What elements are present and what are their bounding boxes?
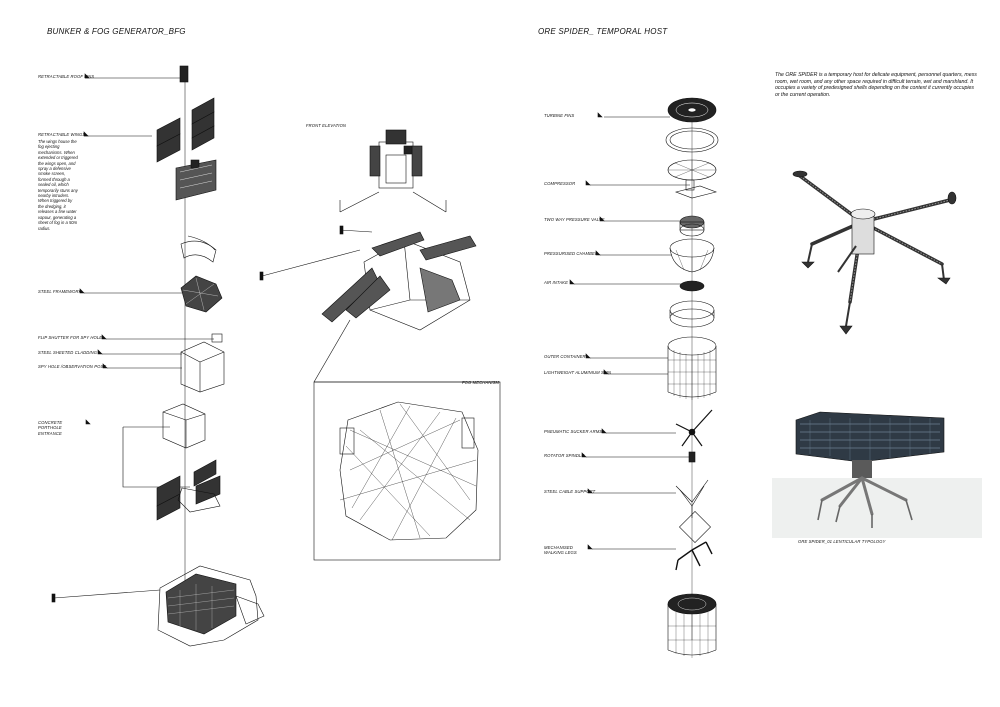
label-fog-mechanism: FOG MECHANISM [462, 380, 500, 385]
label-wings: RETRACTABLE WINGS [38, 132, 86, 137]
label-chamber: PRESSURISED CHAMBER [544, 251, 599, 256]
label-compressor: COMPRESSOR [544, 181, 576, 186]
label-cable-support: STEEL CABLE SUPPORT [544, 489, 596, 494]
label-porthole: CONCRETE PORTHOLE ENTRANCE [38, 420, 63, 436]
ore-spider-exploded-view [569, 97, 719, 658]
front-elevation-view [339, 129, 447, 213]
wings-description: The wings house the fog ejecting mechani… [38, 139, 78, 231]
axonometric-view [259, 225, 500, 383]
bfg-title: BUNKER & FOG GENERATOR_BFG [47, 27, 186, 36]
label-roof-fins: RETRACTABLE ROOF FINS [38, 74, 95, 79]
label-front-elevation: FRONT ELEVATION [306, 123, 347, 128]
lenticular-typology-render [772, 411, 982, 538]
label-steel-framework: STEEL FRAMEWORK [38, 289, 82, 294]
ore-spider-render [792, 170, 957, 335]
bunker-base [51, 565, 265, 647]
label-legs: MECHANISED WALKING LEGS [544, 545, 577, 556]
label-spy-hole: SPY HOLE /OBSERVATION POST [38, 364, 106, 369]
label-rotator: ROTATOR SPINDLE [544, 453, 585, 458]
ore-spider-title: ORE SPIDER_ TEMPORAL HOST [538, 27, 668, 36]
label-flip-shutter: FLIP SHUTTER FOR SPY HOLE [38, 335, 103, 340]
bfg-exploded-view [51, 65, 265, 647]
label-air-intake: AIR INTAKE [544, 280, 568, 285]
label-skin: LIGHTWEIGHT ALUMINIUM SKIN [544, 370, 612, 375]
label-steel-cladding: STEEL SHEETED CLADDING [38, 350, 98, 355]
fog-mechanism-view [313, 381, 501, 561]
label-turbine-fins: TURBINE FINS [544, 113, 575, 118]
label-outer-container: OUTER CONTAINER [544, 354, 586, 359]
label-valve: TWO WAY PRESSURE VALVE [544, 217, 605, 222]
ore-spider-caption: ORE SPIDER_01 LENTICULAR TYPOLOGY [798, 539, 886, 544]
label-sucker-arms: PNEUMATIC SUCKER ARMS [544, 429, 603, 434]
ore-spider-description: The ORE SPIDER is a temporary host for d… [775, 72, 977, 98]
